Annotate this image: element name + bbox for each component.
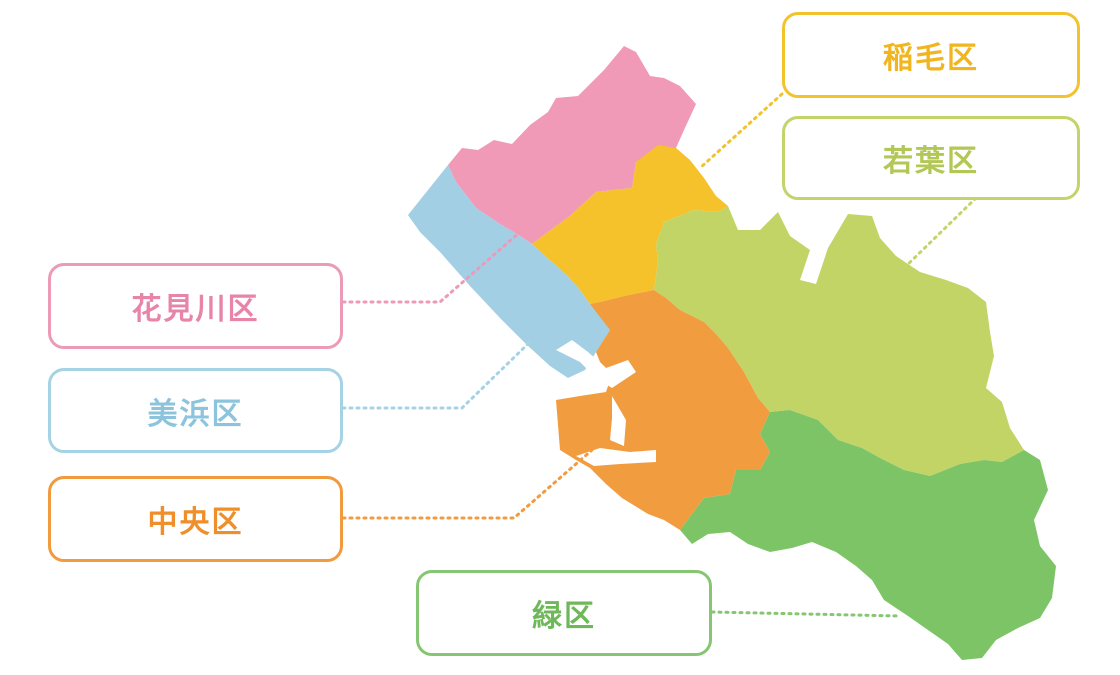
leader-line-mihama: [341, 338, 534, 410]
label-hanamigawa[interactable]: 花見川区: [48, 263, 343, 349]
leader-line-chuo: [341, 448, 594, 520]
leader-line-wakaba: [898, 196, 978, 274]
port-cutout: [556, 340, 636, 388]
label-chuo[interactable]: 中央区: [48, 476, 343, 562]
label-midori[interactable]: 緑区: [416, 570, 712, 656]
region-chuo[interactable]: [556, 290, 770, 530]
label-inage[interactable]: 稲毛区: [782, 12, 1080, 98]
label-mihama[interactable]: 美浜区: [48, 368, 343, 453]
region-mihama[interactable]: [408, 165, 610, 378]
port-cutout: [610, 396, 626, 446]
label-wakaba[interactable]: 若葉区: [782, 116, 1080, 200]
region-inage[interactable]: [532, 145, 728, 304]
region-hanamigawa[interactable]: [448, 46, 696, 244]
leader-line-midori: [710, 610, 902, 618]
port-cutout: [576, 448, 656, 466]
region-midori[interactable]: [680, 410, 1056, 660]
leader-line-hanamigawa: [341, 230, 522, 304]
region-wakaba[interactable]: [654, 206, 1024, 476]
leader-line-inage: [698, 92, 784, 170]
